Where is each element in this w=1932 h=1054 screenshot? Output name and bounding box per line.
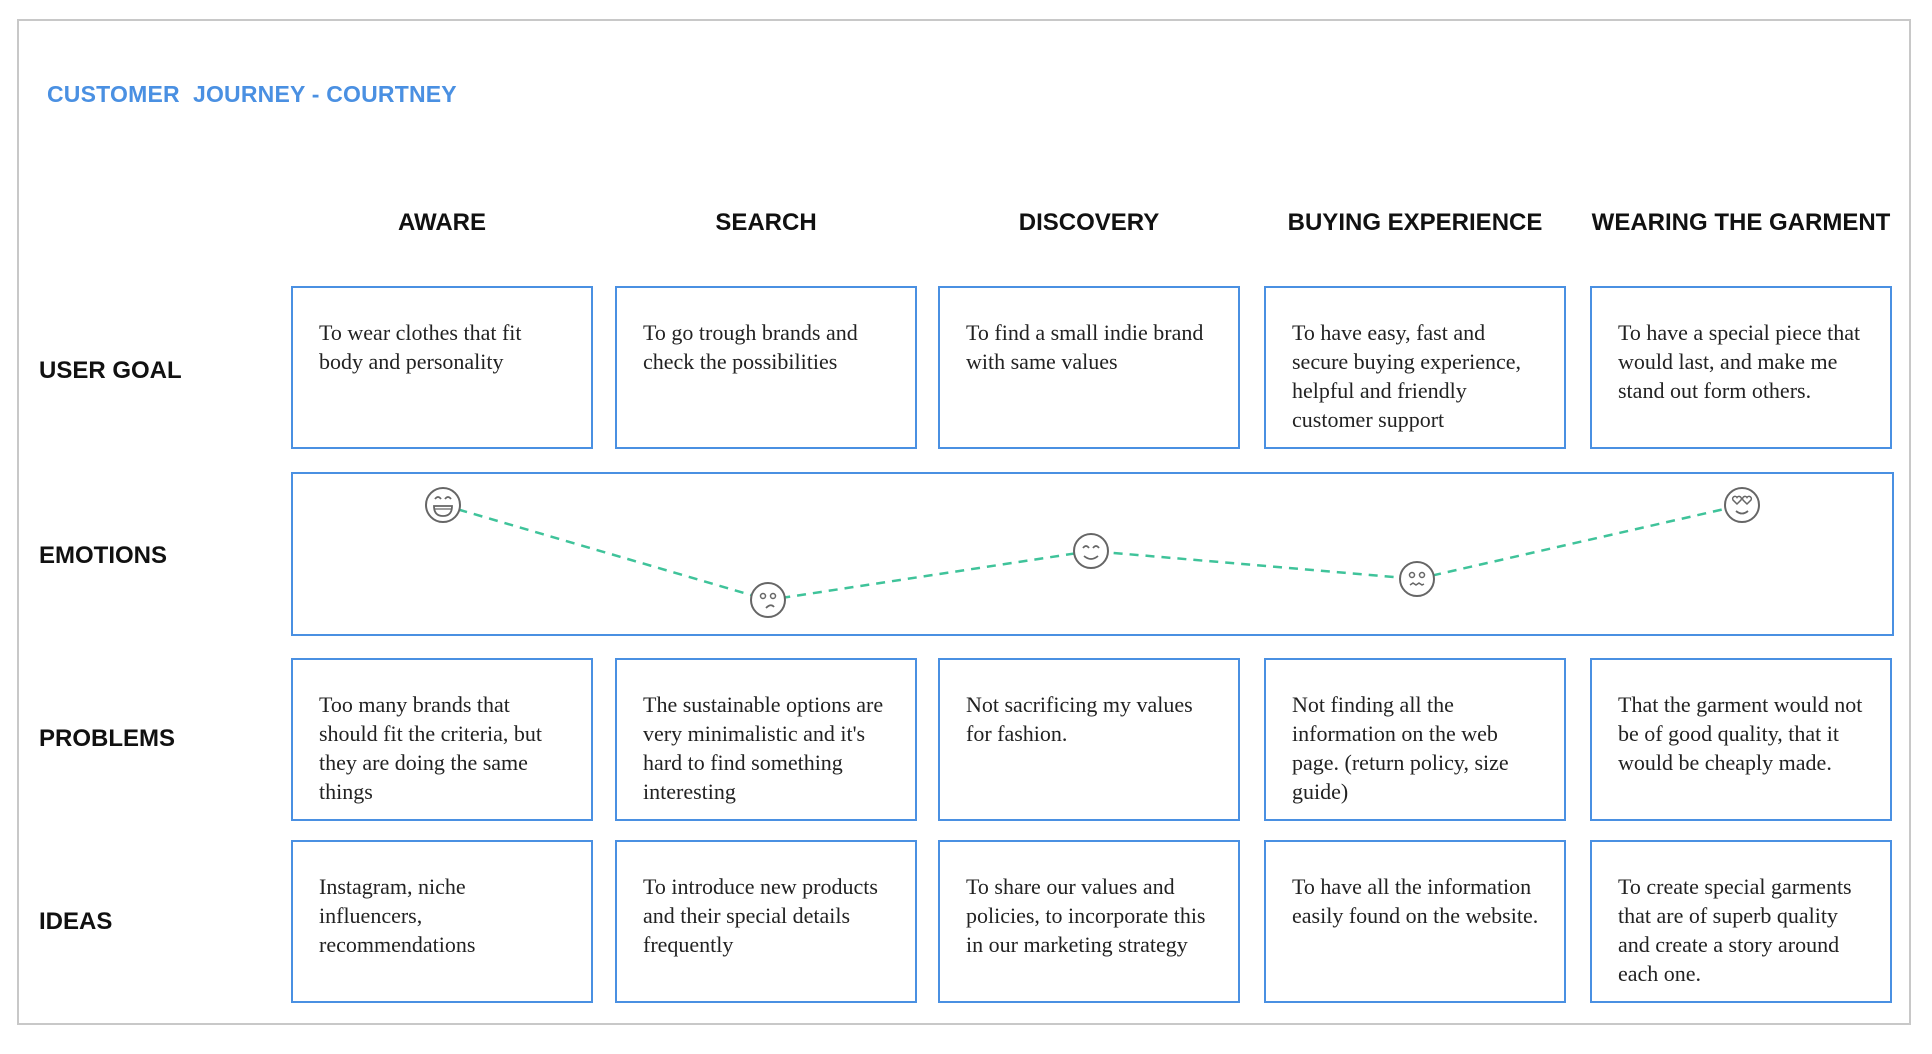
page-title: CUSTOMER JOURNEY - COURTNEY [47, 81, 457, 107]
emotion-curve [425, 487, 1760, 618]
idea-card-search: To introduce new products and their spec… [615, 840, 917, 1003]
smiling-face-icon [1073, 533, 1109, 569]
problem-card-discovery: Not sacrificing my values for fashion. [938, 658, 1240, 821]
problem-card-wearing-the-garment: That the garment would not be of good qu… [1590, 658, 1892, 821]
stage-header-wearing-the-garment: WEARING THE GARMENT [1591, 209, 1891, 236]
stage-header-search: SEARCH [715, 209, 817, 236]
row-label-ideas: IDEAS [39, 908, 113, 935]
stage-header-buying-experience: BUYING EXPERIENCE [1287, 209, 1543, 236]
problem-card-aware: Too many brands that should fit the crit… [291, 658, 593, 821]
user-goal-card-wearing-the-garment: To have a special piece that would last,… [1590, 286, 1892, 449]
idea-card-wearing-the-garment: To create special garments that are of s… [1590, 840, 1892, 1003]
idea-card-discovery: To share our values and policies, to inc… [938, 840, 1240, 1003]
problem-card-search: The sustainable options are very minimal… [615, 658, 917, 821]
user-goal-card-aware: To wear clothes that fit body and person… [291, 286, 593, 449]
emotion-line [442, 503, 1743, 602]
heart-eyes-face-icon [1724, 487, 1760, 523]
idea-card-buying-experience: To have all the information easily found… [1264, 840, 1566, 1003]
idea-card-aware: Instagram, niche influencers, recommenda… [291, 840, 593, 1003]
row-label-emotions: EMOTIONS [39, 542, 168, 569]
problem-card-buying-experience: Not finding all the information on the w… [1264, 658, 1566, 821]
worried-face-icon [1399, 561, 1435, 597]
grinning-face-icon [425, 487, 461, 523]
confused-face-icon [750, 582, 786, 618]
row-label-user-goal: USER GOAL [39, 357, 182, 384]
user-goal-card-buying-experience: To have easy, fast and secure buying exp… [1264, 286, 1566, 449]
stage-header-aware: AWARE [397, 209, 486, 236]
row-label-problems: PROBLEMS [39, 725, 176, 752]
stage-header-discovery: DISCOVERY [1018, 209, 1160, 236]
user-goal-card-search: To go trough brands and check the possib… [615, 286, 917, 449]
user-goal-card-discovery: To find a small indie brand with same va… [938, 286, 1240, 449]
